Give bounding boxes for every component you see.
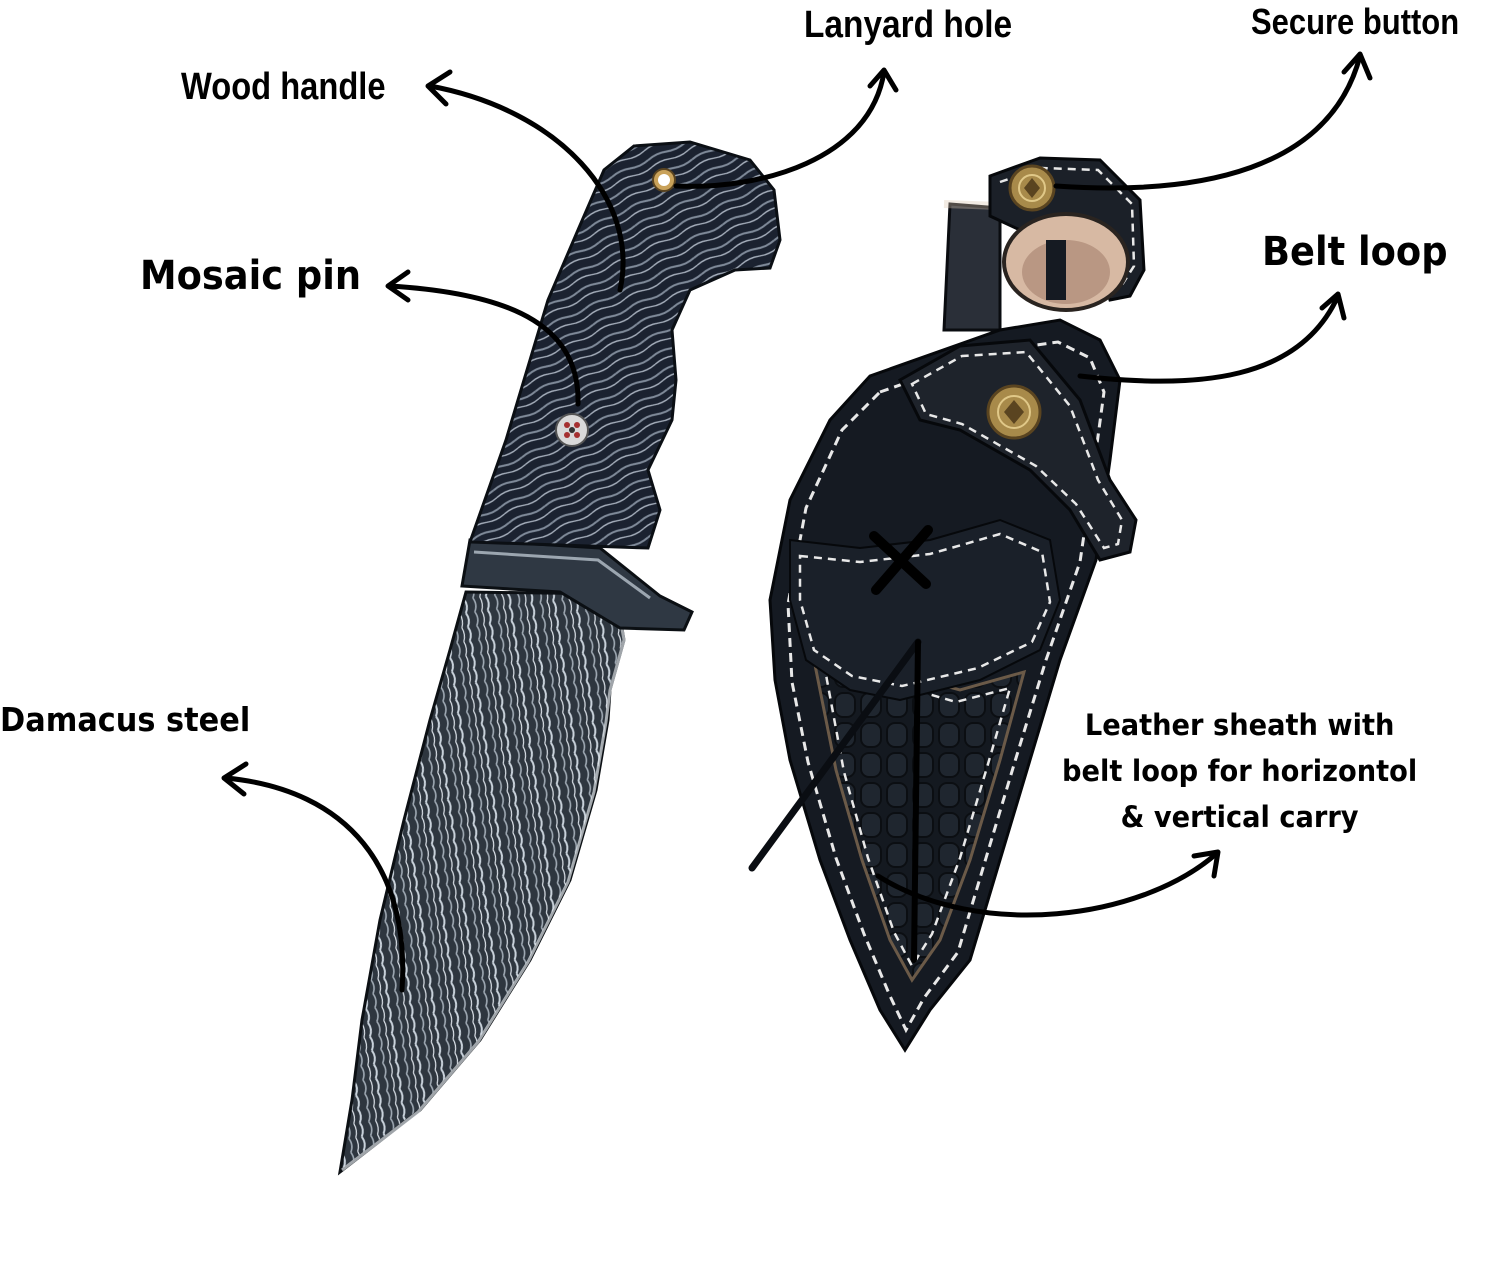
arrow-mosaic-pin: [387, 283, 581, 407]
strap-snap: [986, 384, 1042, 440]
callout-belt-loop: Belt loop: [1262, 229, 1448, 275]
bolster: [460, 538, 694, 632]
callout-wood-handle: Wood handle: [181, 66, 386, 108]
callout-secure-button: Secure button: [1251, 1, 1460, 42]
arrow-wood-handle: [427, 83, 626, 293]
mosaic-pin: [555, 413, 589, 447]
knife: [337, 140, 782, 1176]
arrow-damascus: [223, 775, 406, 993]
callout-lanyard-hole: Lanyard hole: [804, 4, 1013, 46]
callout-arrows: [221, 51, 1373, 993]
callout-mosaic-pin: Mosaic pin: [140, 253, 362, 299]
arrow-lanyard-hole: [673, 69, 887, 189]
callout-damascus-steel: Damacus steel: [0, 700, 251, 739]
sheath-line-3: & vertical carry: [1120, 800, 1359, 834]
sheath-line-1: Leather sheath with: [1084, 708, 1395, 742]
arrow-secure-button: [1053, 53, 1363, 191]
sheath-line-2: belt loop for horizontol: [1062, 754, 1418, 788]
lanyard-hole: [652, 168, 676, 192]
arrow-belt-loop: [1077, 293, 1341, 384]
arrow-sheath: [875, 851, 1219, 918]
callout-leather-sheath: Leather sheath with belt loop for horizo…: [1062, 702, 1417, 840]
wood-handle: [467, 140, 782, 550]
damascus-blade: [337, 590, 626, 1176]
secure-button-snap: [1008, 164, 1056, 212]
leather-sheath: [748, 156, 1146, 1053]
